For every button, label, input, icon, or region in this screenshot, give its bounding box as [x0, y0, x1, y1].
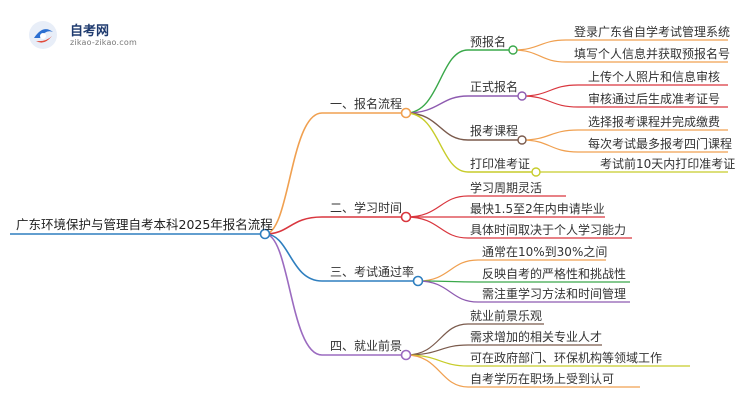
edge-zhengshi-2	[521, 95, 728, 108]
b4-leaf-1: 就业前景乐观	[470, 309, 543, 323]
node-baokao	[517, 135, 527, 145]
node-root	[259, 228, 271, 240]
edge-b4-4	[405, 354, 640, 388]
b4-leaf-3: 可在政府部门、环保机构等领域工作	[470, 351, 663, 365]
baokao-label: 报考课程	[470, 124, 519, 138]
edge-b4-2	[405, 344, 602, 356]
edge-b3-2	[417, 280, 630, 283]
b4-leaf-2: 需求增加的相关专业人才	[470, 330, 603, 344]
b3-leaf-1: 通常在10%到30%之间	[482, 245, 608, 259]
b2-leaf-1: 学习周期灵活	[470, 181, 543, 195]
edge-zhengshi-1	[521, 84, 728, 97]
edge-b1-dayin	[405, 112, 536, 173]
node-branch-2	[400, 211, 412, 223]
b3-leaf-2: 反映自考的严格性和挑战性	[482, 267, 627, 281]
node-branch-1	[400, 107, 412, 119]
dayin-label: 打印准考证	[470, 157, 531, 171]
edge-b4-3	[405, 354, 690, 367]
dayin-leaf-1: 考试前10天内打印准考证	[600, 157, 736, 171]
b2-leaf-3: 具体时间取决于个人学习能力	[470, 223, 627, 237]
node-branch-3	[412, 275, 424, 287]
b4-leaf-4: 自考学历在职场上受到认可	[470, 372, 615, 386]
branch-2-label: 二、学习时间	[330, 201, 403, 215]
branch-1-label: 一、报名流程	[330, 97, 403, 111]
site-logo: 自考网 zikao-zikao.com	[28, 18, 178, 54]
baokao-leaf-2: 每次考试最多报考四门课程	[588, 137, 733, 151]
edge-yubaoming-1	[512, 39, 728, 51]
zhengshi-leaf-2: 审核通过后生成准考证号	[588, 92, 721, 106]
edge-b4-1	[405, 323, 544, 356]
logo-title: 自考网	[70, 24, 110, 39]
branch-4-label: 四、就业前景	[330, 339, 403, 353]
yubaoming-label: 预报名	[470, 35, 507, 49]
b3-leaf-3: 需注重学习方法和时间管理	[482, 287, 627, 301]
edge-root-branch-2	[264, 216, 406, 235]
edge-root-branch-3	[264, 233, 418, 282]
edge-root-branch-4	[264, 233, 406, 356]
edge-root-branch-1	[264, 112, 406, 235]
logo-subtitle: zikao-zikao.com	[70, 38, 137, 47]
edge-baokao-2	[521, 139, 728, 153]
edge-b3-1	[417, 259, 606, 282]
edge-b2-3	[405, 216, 632, 239]
edge-b1-yubaoming	[405, 49, 513, 114]
node-yubaoming	[508, 45, 518, 55]
logo-badge-icon	[29, 21, 57, 49]
node-dayin	[531, 167, 541, 177]
edge-b2-1	[405, 195, 566, 218]
root-label: 广东环境保护与管理自考本科2025年报名流程	[16, 217, 273, 232]
node-branch-4	[400, 349, 412, 361]
yubaoming-leaf-1: 登录广东省自学考试管理系统	[574, 25, 731, 39]
node-zhengshi	[517, 91, 527, 101]
yubaoming-leaf-2: 填写个人信息并获取预报名号	[574, 47, 731, 61]
edge-yubaoming-2	[512, 49, 728, 63]
edge-baokao-1	[521, 129, 728, 141]
branch-3-label: 三、考试通过率	[330, 265, 415, 279]
baokao-leaf-1: 选择报考课程并完成缴费	[588, 115, 721, 129]
zhengshi-label: 正式报名	[470, 80, 519, 94]
edge-b3-3	[417, 280, 630, 303]
zhengshi-leaf-1: 上传个人照片和信息审核	[588, 70, 721, 84]
b2-leaf-2: 最快1.5至2年内申请毕业	[470, 202, 605, 216]
edge-b1-baokao	[405, 112, 522, 141]
edge-b1-zhengshi	[405, 95, 522, 114]
